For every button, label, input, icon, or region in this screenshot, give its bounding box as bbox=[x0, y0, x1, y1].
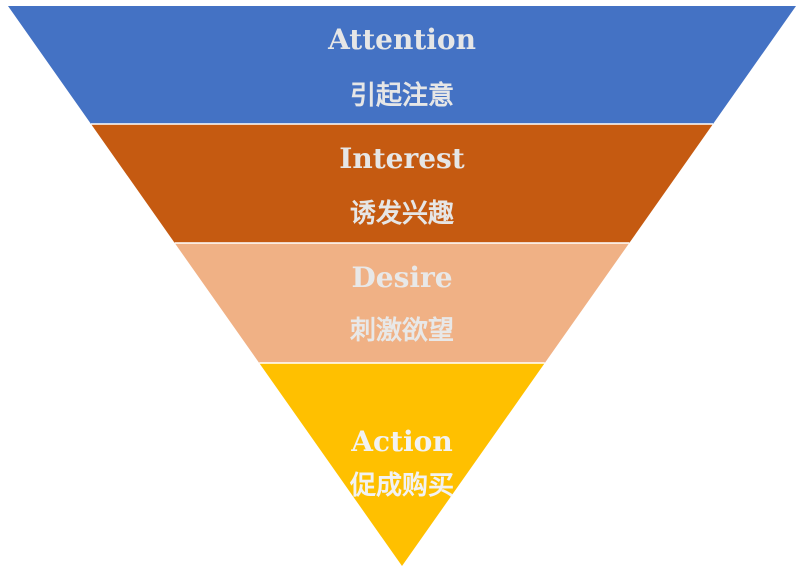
funnel-segment-interest bbox=[91, 124, 713, 243]
stage-desire-subtitle: 刺激欲望 bbox=[350, 315, 454, 346]
funnel-labels: Attention 引起注意 Interest 诱发兴趣 Desire 刺激欲望… bbox=[327, 23, 476, 501]
stage-action-subtitle: 促成购买 bbox=[349, 471, 454, 501]
stage-desire-title: Desire bbox=[351, 261, 452, 294]
stage-action-title: Action bbox=[350, 425, 452, 458]
funnel-segment-desire bbox=[174, 243, 630, 363]
stage-attention-subtitle: 引起注意 bbox=[350, 80, 454, 111]
funnel-segment-action bbox=[259, 363, 545, 566]
funnel-dividers bbox=[91, 123, 713, 364]
stage-interest-subtitle: 诱发兴趣 bbox=[350, 198, 454, 229]
stage-interest-title: Interest bbox=[339, 142, 465, 175]
funnel-segments bbox=[8, 6, 796, 566]
stage-attention-title: Attention bbox=[327, 23, 476, 56]
funnel-segment-attention bbox=[8, 6, 796, 124]
